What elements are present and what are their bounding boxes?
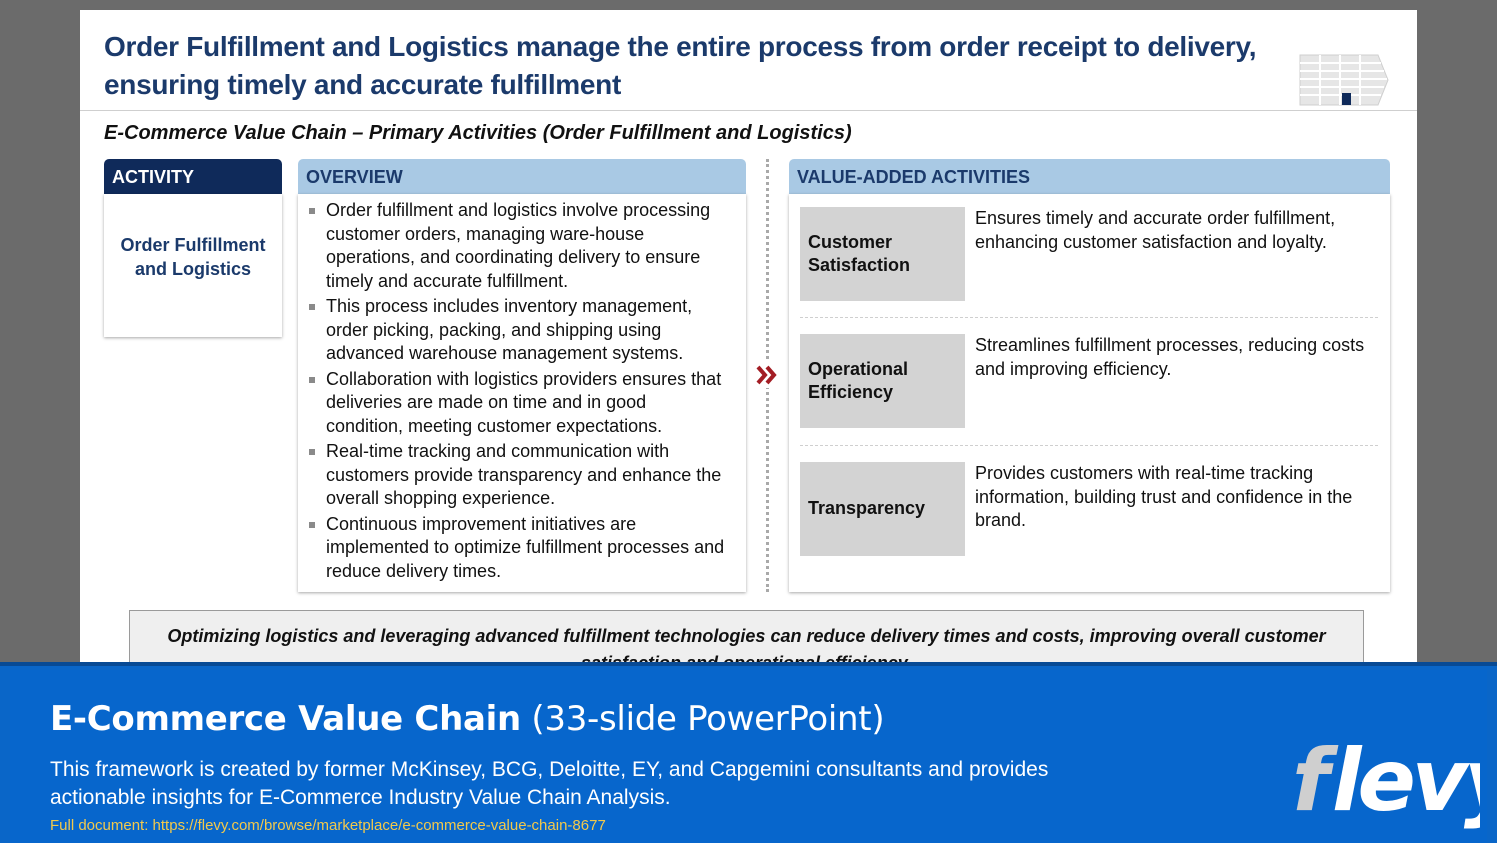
double-chevron-right-icon <box>754 362 780 388</box>
overview-bullet: This process includes inventory manageme… <box>308 295 728 366</box>
square-bullet-icon <box>309 208 315 214</box>
square-bullet-icon <box>309 376 315 383</box>
overview-bullet: Collaboration with logistics providers e… <box>308 368 728 439</box>
key-takeaway-callout: Optimizing logistics and leveraging adva… <box>129 610 1364 670</box>
value-added-label: Transparency <box>800 462 965 556</box>
square-bullet-icon <box>309 304 315 310</box>
section-subtitle: E-Commerce Value Chain – Primary Activit… <box>104 122 852 144</box>
slide: Order Fulfillment and Logistics manage t… <box>80 10 1417 670</box>
row-separator <box>800 317 1378 318</box>
overview-header: OVERVIEW <box>298 159 746 194</box>
overview-bullet: Continuous improvement initiatives are i… <box>308 513 728 584</box>
banner-description: This framework is created by former McKi… <box>50 758 1049 809</box>
banner-title-main: E-Commerce Value Chain <box>50 699 521 739</box>
title-divider <box>80 110 1417 111</box>
value-added-description: Ensures timely and accurate order fulfil… <box>975 208 1336 252</box>
banner-title-suffix: (33-slide PowerPoint) <box>520 699 885 739</box>
value-added-description: Streamlines fulfillment processes, reduc… <box>975 335 1365 379</box>
value-added-card: Customer Satisfaction Ensures timely and… <box>789 194 1390 592</box>
row-separator <box>800 445 1378 446</box>
banner-title: E-Commerce Value Chain (33-slide PowerPo… <box>50 698 885 740</box>
value-added-description: Provides customers with real-time tracki… <box>975 463 1353 530</box>
overview-bullet: Order fulfillment and logistics involve … <box>308 199 728 293</box>
promo-banner-panel: E-Commerce Value Chain (33-slide PowerPo… <box>10 670 1487 843</box>
svg-text:levy: levy <box>1332 731 1480 830</box>
stacked-slides-icon <box>1299 54 1389 106</box>
slide-title: Order Fulfillment and Logistics manage t… <box>104 31 1257 100</box>
overview-list: Order fulfillment and logistics involve … <box>308 199 728 585</box>
value-added-header: VALUE-ADDED ACTIVITIES <box>789 159 1390 194</box>
overview-bullet: Real-time tracking and communication wit… <box>308 440 728 511</box>
square-bullet-icon <box>309 521 315 528</box>
promo-banner: E-Commerce Value Chain (33-slide PowerPo… <box>0 662 1497 843</box>
overview-card: Order fulfillment and logistics involve … <box>298 194 746 592</box>
document-link[interactable]: Full document: https://flevy.com/browse/… <box>50 817 606 834</box>
activity-card: Order Fulfillment and Logistics <box>104 194 282 337</box>
flevy-logo[interactable]: f levy <box>1288 730 1480 830</box>
value-added-label: Operational Efficiency <box>800 334 965 428</box>
activity-header: ACTIVITY <box>104 159 282 194</box>
activity-name: Order Fulfillment and Logistics <box>120 234 266 279</box>
value-added-label: Customer Satisfaction <box>800 207 965 301</box>
square-bullet-icon <box>309 449 315 455</box>
